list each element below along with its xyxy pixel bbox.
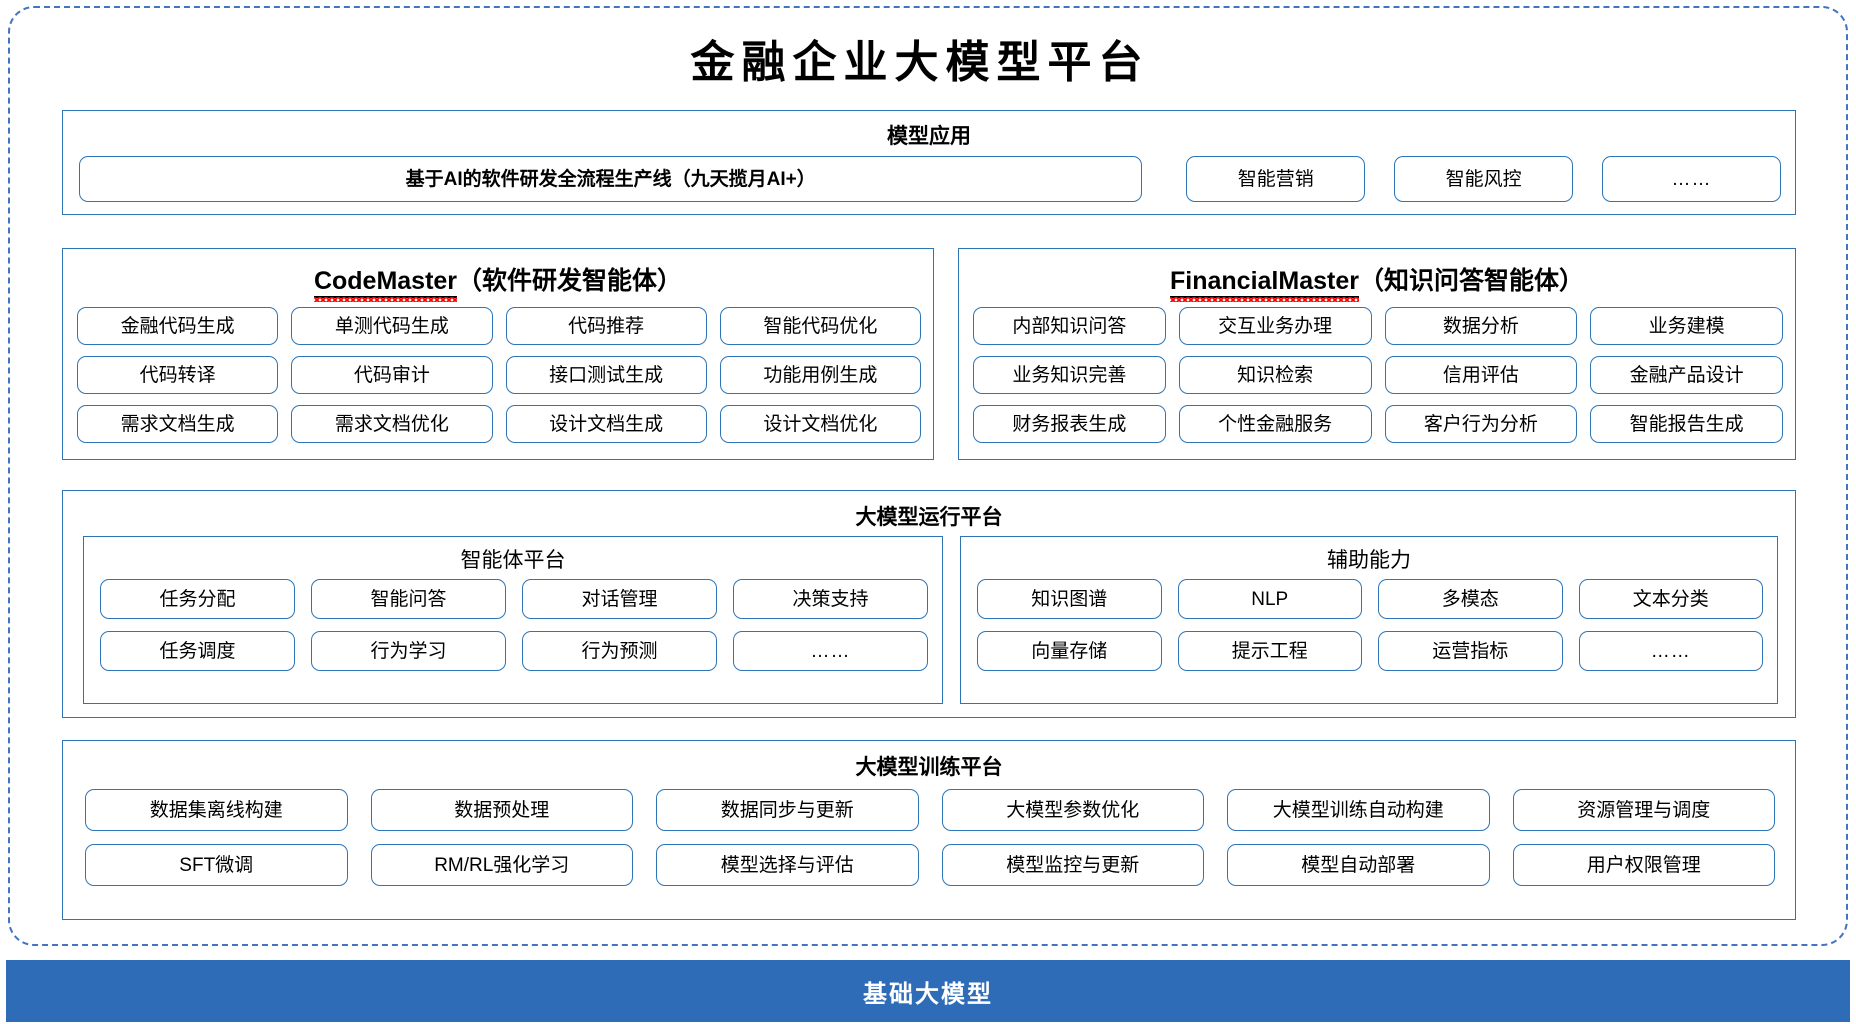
section-financialmaster: FinancialMaster（知识问答智能体） 内部知识问答 交互业务办理 数… xyxy=(958,248,1796,460)
base-model-label: 基础大模型 xyxy=(863,980,993,1008)
runtime-pill[interactable]: 任务分配 xyxy=(100,579,295,619)
runtime-pill[interactable]: 文本分类 xyxy=(1578,579,1763,619)
runtime-pill[interactable]: NLP xyxy=(1177,579,1362,619)
app-pill-ai-pipeline[interactable]: 基于AI的软件研发全流程生产线（九天揽月AI+） xyxy=(79,156,1143,202)
section-title-runtime-platform: 大模型运行平台 xyxy=(855,506,1003,529)
capability-pill[interactable]: 代码转译 xyxy=(77,356,279,394)
page-title: 金融企业大模型平台 xyxy=(690,37,1150,88)
agent-title-codemaster: CodeMaster（软件研发智能体） xyxy=(63,261,933,298)
subsection-title-agent-platform: 智能体平台 xyxy=(460,549,566,572)
section-title-training-platform: 大模型训练平台 xyxy=(855,756,1003,779)
training-pill[interactable]: 资源管理与调度 xyxy=(1512,789,1775,831)
agent-title-financialmaster: FinancialMaster（知识问答智能体） xyxy=(959,261,1795,298)
training-pill[interactable]: 大模型参数优化 xyxy=(941,789,1204,831)
training-pill[interactable]: 数据集离线构建 xyxy=(85,789,348,831)
capability-pill[interactable]: 金融代码生成 xyxy=(77,307,279,345)
training-pill[interactable]: 数据同步与更新 xyxy=(656,789,919,831)
capability-pill[interactable]: 数据分析 xyxy=(1384,307,1578,345)
runtime-pill[interactable]: 行为预测 xyxy=(522,631,717,671)
section-model-application: 模型应用 基于AI的软件研发全流程生产线（九天揽月AI+） 智能营销 智能风控 … xyxy=(62,110,1796,215)
training-pill[interactable]: RM/RL强化学习 xyxy=(370,844,633,886)
capability-pill[interactable]: 智能代码优化 xyxy=(719,307,921,345)
capability-pill[interactable]: 代码推荐 xyxy=(505,307,707,345)
auxiliary-capability-grid: 知识图谱 NLP 多模态 文本分类 向量存储 提示工程 运营指标 …… xyxy=(977,579,1763,671)
capability-pill[interactable]: 需求文档生成 xyxy=(77,405,279,443)
section-title-model-application: 模型应用 xyxy=(887,125,971,148)
subsection-title-auxiliary-capability: 辅助能力 xyxy=(1327,549,1411,572)
codemaster-capability-grid: 金融代码生成 单测代码生成 代码推荐 智能代码优化 代码转译 代码审计 接口测试… xyxy=(77,307,921,443)
capability-pill[interactable]: 设计文档优化 xyxy=(719,405,921,443)
runtime-pill[interactable]: 决策支持 xyxy=(733,579,928,619)
agent-name-codemaster: CodeMaster xyxy=(313,267,458,298)
runtime-pill[interactable]: 行为学习 xyxy=(311,631,506,671)
runtime-pill[interactable]: 向量存储 xyxy=(977,631,1162,671)
capability-pill[interactable]: 知识检索 xyxy=(1178,356,1372,394)
runtime-pill-more[interactable]: …… xyxy=(1578,631,1763,671)
runtime-pill[interactable]: 提示工程 xyxy=(1177,631,1362,671)
capability-pill[interactable]: 业务知识完善 xyxy=(973,356,1166,394)
training-pill[interactable]: 数据预处理 xyxy=(370,789,633,831)
runtime-pill[interactable]: 对话管理 xyxy=(522,579,717,619)
agent-name-financialmaster: FinancialMaster xyxy=(1170,267,1359,298)
capability-pill[interactable]: 功能用例生成 xyxy=(719,356,921,394)
capability-pill[interactable]: 智能报告生成 xyxy=(1590,405,1783,443)
runtime-pill[interactable]: 多模态 xyxy=(1378,579,1563,619)
capability-pill[interactable]: 设计文档生成 xyxy=(505,405,707,443)
training-pill[interactable]: 大模型训练自动构建 xyxy=(1227,789,1490,831)
runtime-pill[interactable]: 任务调度 xyxy=(100,631,295,671)
capability-pill[interactable]: 客户行为分析 xyxy=(1384,405,1578,443)
subsection-agent-platform: 智能体平台 任务分配 智能问答 对话管理 决策支持 任务调度 行为学习 行为预测… xyxy=(83,536,943,704)
training-pill[interactable]: 用户权限管理 xyxy=(1512,844,1775,886)
runtime-pill[interactable]: 智能问答 xyxy=(311,579,506,619)
financialmaster-capability-grid: 内部知识问答 交互业务办理 数据分析 业务建模 业务知识完善 知识检索 信用评估… xyxy=(973,307,1783,443)
section-runtime-platform: 大模型运行平台 智能体平台 任务分配 智能问答 对话管理 决策支持 任务调度 行… xyxy=(62,490,1796,718)
app-pill-smart-marketing[interactable]: 智能营销 xyxy=(1186,156,1366,202)
runtime-pill[interactable]: 知识图谱 xyxy=(977,579,1162,619)
app-pill-smart-risk-control[interactable]: 智能风控 xyxy=(1394,156,1574,202)
section-training-platform: 大模型训练平台 数据集离线构建 数据预处理 数据同步与更新 大模型参数优化 大模… xyxy=(62,740,1796,920)
runtime-pill[interactable]: 运营指标 xyxy=(1378,631,1563,671)
app-pill-more[interactable]: …… xyxy=(1602,156,1781,202)
section-codemaster: CodeMaster（软件研发智能体） 金融代码生成 单测代码生成 代码推荐 智… xyxy=(62,248,934,460)
training-platform-grid: 数据集离线构建 数据预处理 数据同步与更新 大模型参数优化 大模型训练自动构建 … xyxy=(85,789,1775,886)
agent-suffix-financialmaster: （知识问答智能体） xyxy=(1358,267,1584,295)
training-pill[interactable]: 模型自动部署 xyxy=(1227,844,1490,886)
agent-platform-grid: 任务分配 智能问答 对话管理 决策支持 任务调度 行为学习 行为预测 …… xyxy=(100,579,928,671)
model-application-row: 基于AI的软件研发全流程生产线（九天揽月AI+） 智能营销 智能风控 …… xyxy=(79,156,1781,202)
training-pill[interactable]: SFT微调 xyxy=(85,844,348,886)
capability-pill[interactable]: 代码审计 xyxy=(291,356,493,394)
capability-pill[interactable]: 财务报表生成 xyxy=(973,405,1166,443)
capability-pill[interactable]: 内部知识问答 xyxy=(973,307,1166,345)
capability-pill[interactable]: 需求文档优化 xyxy=(291,405,493,443)
training-pill[interactable]: 模型监控与更新 xyxy=(941,844,1204,886)
capability-pill[interactable]: 金融产品设计 xyxy=(1590,356,1783,394)
capability-pill[interactable]: 业务建模 xyxy=(1590,307,1783,345)
capability-pill[interactable]: 个性金融服务 xyxy=(1178,405,1372,443)
base-model-bar: 基础大模型 xyxy=(6,960,1850,1022)
subsection-auxiliary-capability: 辅助能力 知识图谱 NLP 多模态 文本分类 向量存储 提示工程 运营指标 …… xyxy=(960,536,1778,704)
runtime-pill-more[interactable]: …… xyxy=(733,631,928,671)
capability-pill[interactable]: 接口测试生成 xyxy=(505,356,707,394)
capability-pill[interactable]: 交互业务办理 xyxy=(1178,307,1372,345)
training-pill[interactable]: 模型选择与评估 xyxy=(656,844,919,886)
agent-suffix-codemaster: （软件研发智能体） xyxy=(457,267,683,295)
capability-pill[interactable]: 单测代码生成 xyxy=(291,307,493,345)
capability-pill[interactable]: 信用评估 xyxy=(1384,356,1578,394)
